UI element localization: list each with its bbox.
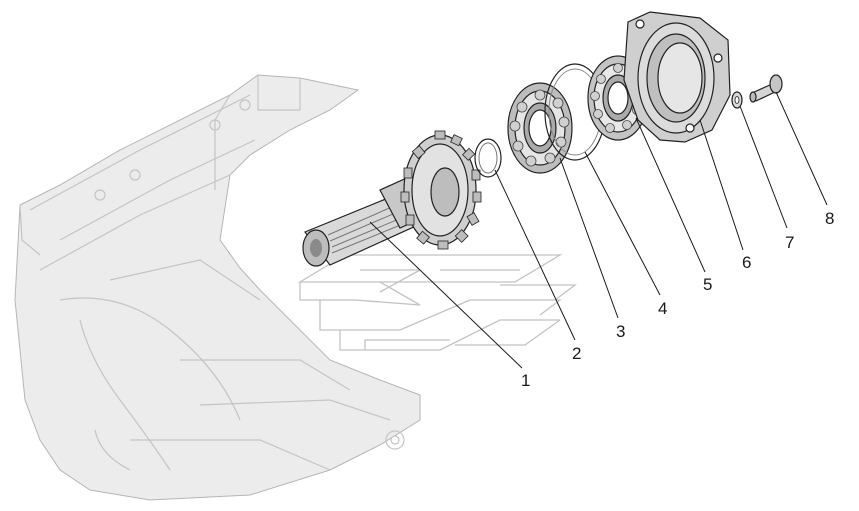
callout-8: 8 bbox=[825, 209, 834, 228]
callout-1: 1 bbox=[521, 371, 530, 390]
leader-line-3 bbox=[559, 157, 619, 319]
snap-ring bbox=[474, 138, 502, 178]
bearing-cover bbox=[623, 11, 731, 143]
leader-line-8 bbox=[775, 91, 828, 206]
ball-bearing bbox=[507, 82, 573, 174]
leader-line-6 bbox=[699, 119, 744, 251]
bolt bbox=[749, 74, 783, 103]
callout-4: 4 bbox=[658, 299, 667, 318]
leader-line-2 bbox=[494, 169, 576, 341]
leader-line-1 bbox=[369, 221, 523, 369]
leader-line-7 bbox=[739, 105, 788, 229]
callout-3: 3 bbox=[616, 322, 625, 341]
leader-line-4 bbox=[584, 151, 661, 296]
callout-labels: 1 2 3 4 5 6 7 8 bbox=[521, 209, 834, 390]
lock-washer bbox=[731, 91, 743, 109]
callout-6: 6 bbox=[742, 253, 751, 272]
leader-line-5 bbox=[635, 117, 706, 273]
leader-lines bbox=[369, 91, 828, 369]
callout-7: 7 bbox=[785, 233, 794, 252]
gearbox-housing-ghost bbox=[14, 74, 421, 501]
callout-5: 5 bbox=[703, 275, 712, 294]
shaft-with-gear bbox=[302, 130, 482, 267]
watermark-logo bbox=[297, 254, 577, 351]
callout-2: 2 bbox=[572, 344, 581, 363]
